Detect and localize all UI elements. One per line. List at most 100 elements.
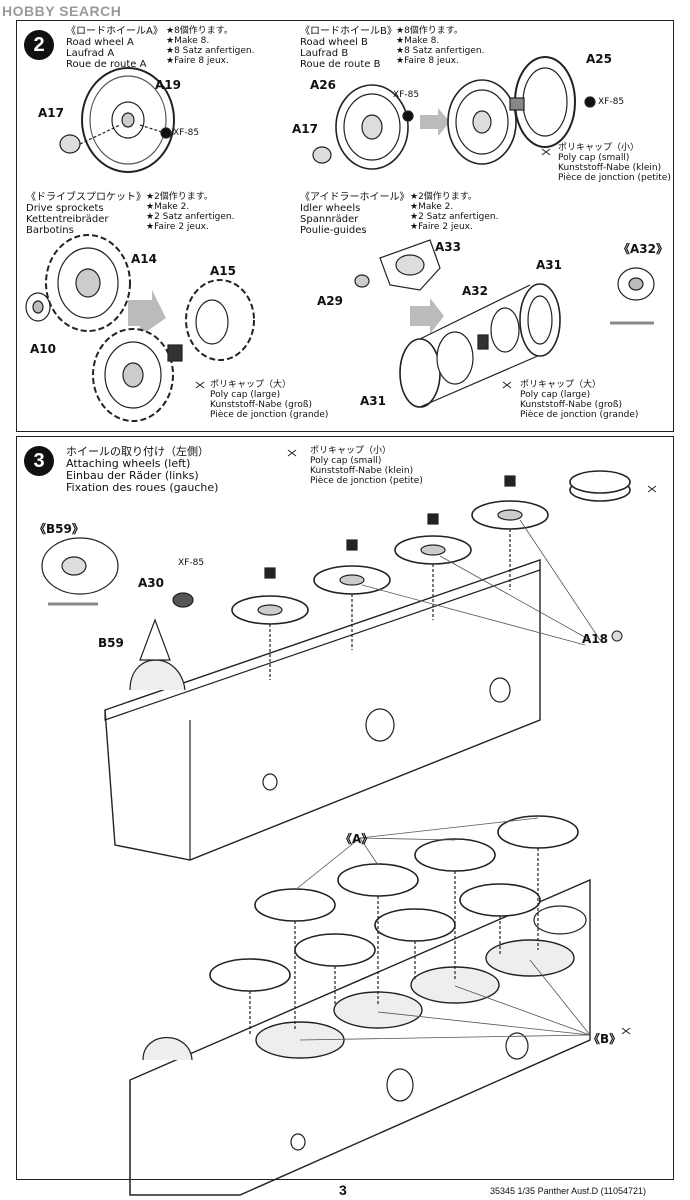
- polycap-large-jp-2: ポリキャップ（大）: [520, 380, 602, 390]
- idler-wheels-en: Idler wheels: [300, 203, 361, 214]
- lower-road-wheels-drawing: [209, 815, 591, 1041]
- road-wheel-a-qty-jp: ★8個作ります。: [166, 26, 233, 36]
- paint-xf85-b2: XF-85: [598, 97, 625, 107]
- part-a10: A10: [30, 342, 56, 356]
- polycap-small-fr: Pièce de jonction (petite): [558, 173, 671, 183]
- drive-sprockets-title: 《ドライブスプロケット》 Drive sprockets Kettentreib…: [26, 192, 146, 236]
- road-wheel-a-fr: Roue de route A: [66, 59, 147, 70]
- idler-wheels-qty-jp: ★2個作ります。: [410, 192, 477, 202]
- hull-upper-drawing: [41, 537, 541, 861]
- part-a33: A33: [435, 240, 461, 254]
- idler-wheels-de: Spannräder: [300, 214, 359, 225]
- watermark-text: HOBBY SEARCH: [2, 3, 122, 19]
- drive-sprockets-qty-de: ★2 Satz anfertigen.: [146, 212, 235, 222]
- group-b-label: 《B》: [588, 1032, 622, 1046]
- part-a15: A15: [210, 264, 236, 278]
- polycap-small-en: Poly cap (small): [558, 153, 630, 163]
- polycap-small-de-3: Kunststoff-Nabe (klein): [310, 466, 414, 476]
- road-wheel-b-fr: Roue de route B: [300, 59, 381, 70]
- drive-sprockets-de: Kettentreibräder: [26, 214, 109, 225]
- polycap-large-en-1: Poly cap (large): [210, 390, 281, 400]
- part-a25: A25: [586, 52, 612, 66]
- drive-sprockets-qty-jp: ★2個作ります。: [146, 192, 213, 202]
- road-wheel-a-title: 《ロードホイールA》 Road wheel A Laufrad A Roue d…: [66, 26, 163, 70]
- idler-wheels-title: 《アイドラーホイール》 Idler wheels Spannräder Poul…: [300, 192, 410, 236]
- polycap-icons: [195, 148, 657, 1035]
- footer-code: 35345: [490, 1186, 516, 1196]
- step-3-number: 3: [24, 446, 54, 476]
- polycap-small-fr-3: Pièce de jonction (petite): [310, 476, 423, 486]
- step-2-number: 2: [24, 30, 54, 60]
- hobby-search-watermark: HOBBY SEARCH: [2, 3, 121, 19]
- step-3-title-jp: ホイールの取り付け（左側）: [66, 445, 209, 458]
- road-wheel-b-en: Road wheel B: [300, 37, 368, 48]
- group-a-label: 《A》: [340, 832, 374, 846]
- polycap-small-en-3: Poly cap (small): [310, 456, 382, 466]
- road-wheel-a-en: Road wheel A: [66, 37, 134, 48]
- polycap-large-jp-1: ポリキャップ（大）: [210, 380, 292, 390]
- drive-sprockets-fr: Barbotins: [26, 225, 74, 236]
- footer-kit-info: 35345 1/35 Panther Ausf.D (11054721): [490, 1186, 646, 1196]
- part-a30: A30: [138, 576, 164, 590]
- part-a29: A29: [317, 294, 343, 308]
- road-wheel-b-qty-en: ★Make 8.: [396, 36, 440, 46]
- road-wheel-a-de: Laufrad A: [66, 48, 115, 59]
- polycap-large-fr-1: Pièce de jonction (grande): [210, 410, 329, 420]
- polycap-large-note-idler: ポリキャップ（大） Poly cap (large) Kunststoff-Na…: [520, 380, 638, 420]
- detail-a32-label: 《A32》: [618, 242, 668, 256]
- part-a31-lower: A31: [360, 394, 386, 408]
- upper-road-wheels-drawing: [231, 470, 631, 680]
- part-a14: A14: [131, 252, 157, 266]
- road-wheel-a-qty-en: ★Make 8.: [166, 36, 210, 46]
- paint-xf85-step3: XF-85: [178, 558, 205, 568]
- polycap-large-fr-2: Pièce de jonction (grande): [520, 410, 639, 420]
- polycap-small-note-step2: ポリキャップ（小） Poly cap (small) Kunststoff-Na…: [558, 143, 671, 183]
- idler-wheels-qty-fr: ★Faire 2 jeux.: [410, 222, 473, 232]
- road-wheel-a-jp: 《ロードホイールA》: [66, 26, 163, 37]
- detail-b59-label: 《B59》: [34, 522, 84, 536]
- step-3-title: ホイールの取り付け（左側） Attaching wheels (left) Ei…: [66, 446, 218, 494]
- idler-wheels-qty-en: ★Make 2.: [410, 202, 454, 212]
- road-wheel-b-drawing: [312, 56, 596, 170]
- road-wheel-b-qty-jp: ★8個作ります。: [396, 26, 463, 36]
- idler-wheels-qty-de: ★2 Satz anfertigen.: [410, 212, 499, 222]
- part-a17-right: A17: [292, 122, 318, 136]
- step-3-panel: [16, 436, 674, 1180]
- drive-sprockets-en: Drive sprockets: [26, 203, 104, 214]
- hull-lower-drawing: [129, 878, 591, 1196]
- part-a32: A32: [462, 284, 488, 298]
- step-3-title-fr: Fixation des roues (gauche): [66, 481, 219, 494]
- step-3-title-en: Attaching wheels (left): [66, 457, 191, 470]
- polycap-large-de-1: Kunststoff-Nabe (groß): [210, 400, 313, 410]
- idler-wheels-fr: Poulie-guides: [300, 225, 367, 236]
- road-wheel-b-qty: ★8個作ります。 ★Make 8. ★8 Satz anfertigen. ★F…: [396, 26, 484, 66]
- road-wheel-b-jp: 《ロードホイールB》: [300, 26, 397, 37]
- polycap-small-jp-3: ポリキャップ（小）: [310, 446, 392, 456]
- paint-xf85-a: XF-85: [173, 128, 200, 138]
- drive-sprockets-jp: 《ドライブスプロケット》: [26, 192, 146, 203]
- road-wheel-a-qty-fr: ★Faire 8 jeux.: [166, 56, 229, 66]
- page-number: 3: [339, 1182, 347, 1198]
- road-wheel-a-drawing: [59, 67, 175, 173]
- polycap-small-de: Kunststoff-Nabe (klein): [558, 163, 662, 173]
- road-wheel-a-qty: ★8個作ります。 ★Make 8. ★8 Satz anfertigen. ★F…: [166, 26, 254, 66]
- drive-sprockets-qty-en: ★Make 2.: [146, 202, 190, 212]
- idler-wheel-drawing: [354, 239, 655, 408]
- step-2-panel: [16, 20, 674, 432]
- road-wheel-b-title: 《ロードホイールB》 Road wheel B Laufrad B Roue d…: [300, 26, 397, 70]
- part-a31-upper: A31: [536, 258, 562, 272]
- road-wheel-b-de: Laufrad B: [300, 48, 349, 59]
- polycap-small-jp: ポリキャップ（小）: [558, 143, 640, 153]
- step-3-title-de: Einbau der Räder (links): [66, 469, 199, 482]
- part-b59: B59: [98, 636, 124, 650]
- road-wheel-b-qty-de: ★8 Satz anfertigen.: [396, 46, 485, 56]
- part-a19: A19: [155, 78, 181, 92]
- road-wheel-a-qty-de: ★8 Satz anfertigen.: [166, 46, 255, 56]
- road-wheel-b-qty-fr: ★Faire 8 jeux.: [396, 56, 459, 66]
- part-a18: A18: [582, 632, 608, 646]
- idler-wheels-qty: ★2個作ります。 ★Make 2. ★2 Satz anfertigen. ★F…: [410, 192, 498, 232]
- part-a26: A26: [310, 78, 336, 92]
- polycap-small-note-step3: ポリキャップ（小） Poly cap (small) Kunststoff-Na…: [310, 446, 423, 486]
- drive-sprocket-drawing: [25, 234, 255, 422]
